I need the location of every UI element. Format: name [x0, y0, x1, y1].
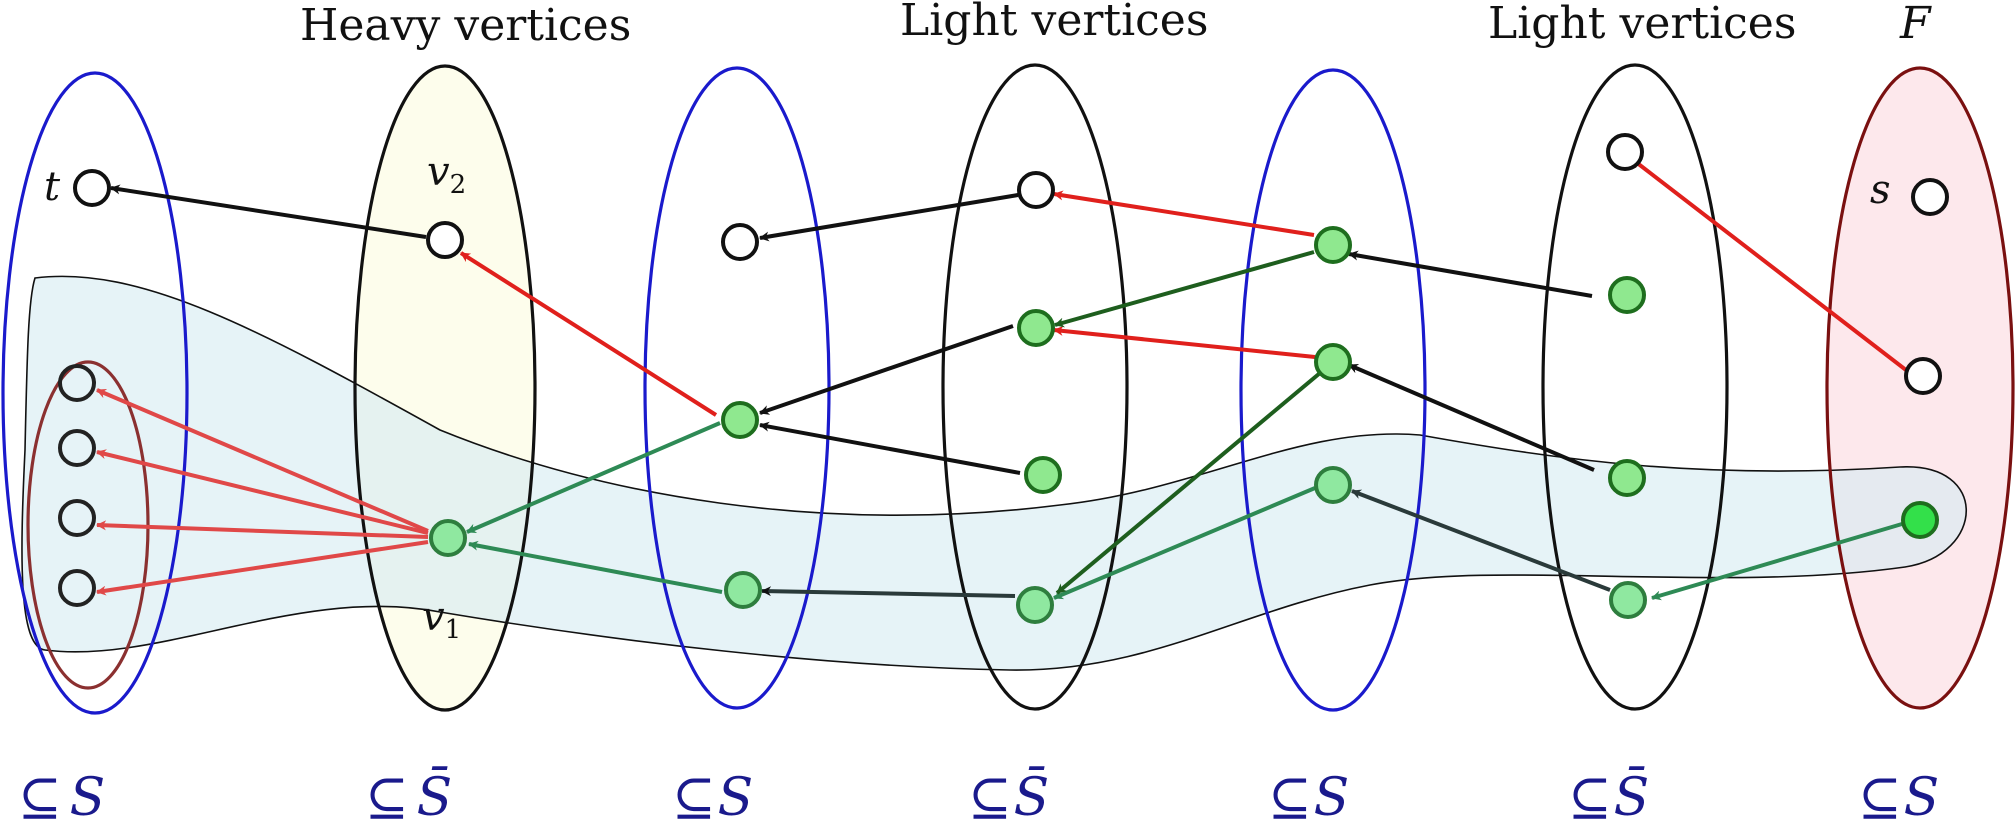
- header-heavy-vertices: Heavy vertices: [300, 0, 631, 51]
- vertex-green-5: [1016, 586, 1054, 624]
- vertex-v2: [426, 221, 464, 259]
- vertex-t: [73, 169, 111, 207]
- vertex-s: [1911, 178, 1949, 216]
- dark-green-arrows: [1054, 250, 1322, 595]
- vertex-green-7: [1314, 343, 1352, 381]
- vertex-green-10: [1608, 459, 1646, 497]
- vertex-neighbor-3: [58, 499, 96, 537]
- vertex-neighbor-1: [58, 364, 96, 402]
- set-outline-1: [1, 71, 189, 715]
- heavy-set-outline: [353, 64, 537, 712]
- header-light-vertices-1: Light vertices: [900, 0, 1208, 46]
- vertex-white-2: [1017, 171, 1055, 209]
- light-set-outline-1: [941, 63, 1129, 711]
- vertex-green-11: [1609, 581, 1647, 619]
- footer-subset-s-1: ⊆S: [18, 768, 105, 825]
- set-outline-5: [1239, 68, 1427, 712]
- vertex-green-9: [1608, 276, 1646, 314]
- header-f: F: [1899, 0, 1932, 49]
- label-v2: v2: [427, 149, 466, 200]
- vertex-green-2: [724, 571, 762, 609]
- footer-subset-sbar-2: ⊆S̄: [365, 767, 452, 825]
- vertex-green-1: [721, 401, 759, 439]
- label-s: s: [1870, 167, 1891, 213]
- vertex-green-8: [1314, 466, 1352, 504]
- black-arrows: [110, 184, 1611, 598]
- t-neighbor-vertices: [58, 364, 96, 607]
- f-set-outline: [1825, 66, 2015, 710]
- vertex-neighbor-2: [58, 429, 96, 467]
- header-light-vertices-2: Light vertices: [1488, 0, 1796, 49]
- path-band: [21, 275, 1967, 671]
- red-arrows: [459, 157, 1908, 417]
- vertex-white-4: [1904, 357, 1942, 395]
- light-set-outline-2: [1541, 63, 1729, 711]
- vertex-green-6: [1314, 226, 1352, 264]
- vertex-white-1: [721, 223, 759, 261]
- vertex-v1: [429, 519, 467, 557]
- vertex-green-3: [1017, 309, 1055, 347]
- vertex-neighbor-4: [58, 569, 96, 607]
- light-red-arrows: [96, 388, 429, 596]
- footer-subset-sbar-4: ⊆S̄: [968, 767, 1049, 825]
- label-t: t: [44, 164, 61, 210]
- vertex-green-4: [1024, 456, 1062, 494]
- vertex-white-3: [1606, 133, 1644, 171]
- vertex-source-green: [1901, 501, 1939, 539]
- green-arrows: [466, 421, 1903, 601]
- footer-subset-s-5: ⊆S: [1268, 768, 1349, 825]
- label-v1: v1: [422, 594, 461, 645]
- white-vertices: [73, 133, 1949, 395]
- footer-subset-s-7: ⊆S: [1858, 768, 1939, 825]
- footer-subset-sbar-6: ⊆S̄: [1568, 767, 1649, 825]
- footer-subset-s-3: ⊆S: [672, 768, 753, 825]
- green-vertices: [429, 226, 1939, 624]
